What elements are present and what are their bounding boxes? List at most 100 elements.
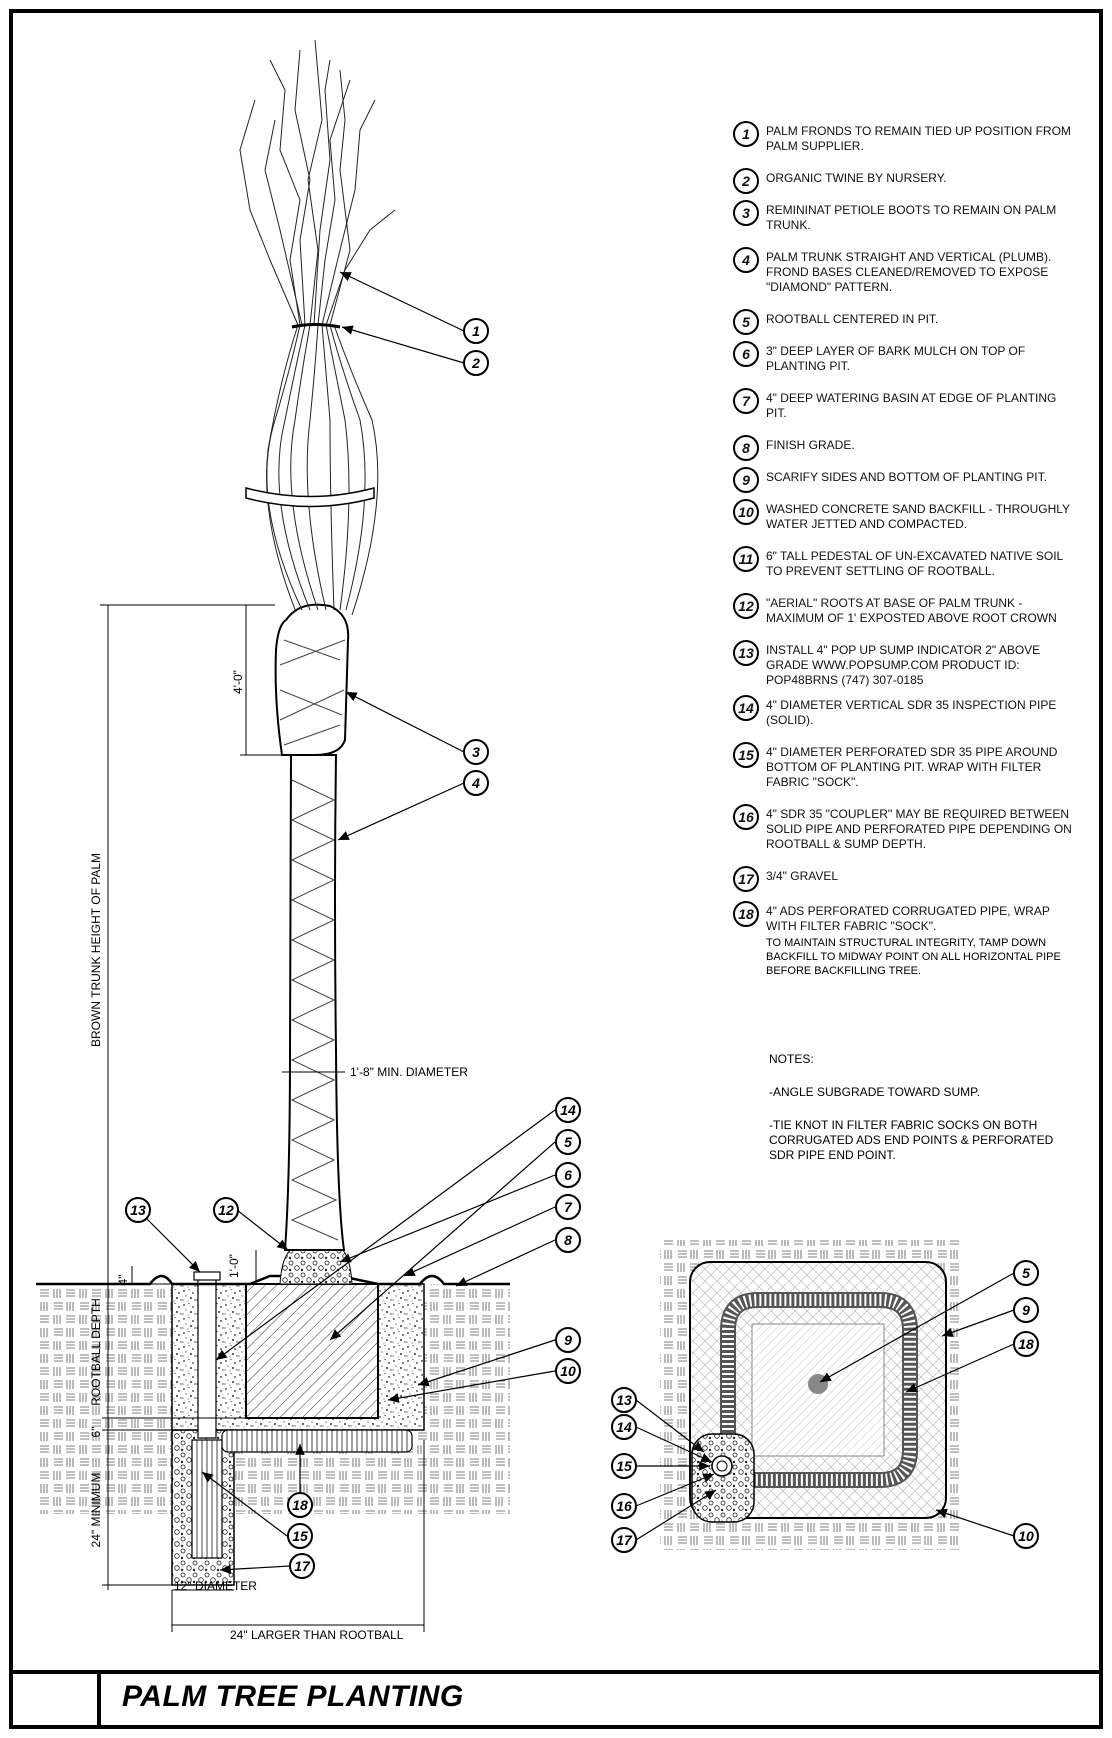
section-label-9: 9 xyxy=(564,1332,572,1348)
callout-text: 4" DEEP WATERING BASIN AT EDGE OF PLANTI… xyxy=(766,391,1057,420)
plan-label-9: 9 xyxy=(1022,1302,1030,1318)
callout-number: 17 xyxy=(733,866,759,892)
callout-text: 6" TALL PEDESTAL OF UN-EXCAVATED NATIVE … xyxy=(766,549,1063,578)
callout-12: 12"AERIAL" ROOTS AT BASE OF PALM TRUNK -… xyxy=(733,593,1073,626)
plan-label-13: 13 xyxy=(616,1392,632,1408)
callout-number: 14 xyxy=(733,695,759,721)
callout-17: 17 3/4" GRAVEL xyxy=(733,866,1073,892)
plan-view: 5 9 18 10 13 14 15 16 17 xyxy=(611,1240,1039,1553)
plan-sump-gravel xyxy=(691,1433,755,1523)
plan-label-5: 5 xyxy=(1022,1265,1030,1281)
plan-label-10: 10 xyxy=(1018,1528,1034,1544)
section-label-4: 4 xyxy=(471,775,480,791)
boot-texture xyxy=(279,639,346,746)
plan-sump-pipe-inner xyxy=(716,1460,728,1472)
section-label-14: 14 xyxy=(560,1102,576,1118)
section-label-15: 15 xyxy=(292,1528,308,1544)
dim-pedestal: 6" xyxy=(89,1427,103,1438)
section-callouts: 1 2 3 4 14 5 6 7 8 9 10 13 12 18 15 17 xyxy=(125,318,581,1579)
section-label-10: 10 xyxy=(560,1363,576,1379)
callout-text: 4" DIAMETER PERFORATED SDR 35 PIPE AROUN… xyxy=(766,745,1058,789)
organic-twine-top xyxy=(291,323,341,329)
callout-extra-note: TO MAINTAIN STRUCTURAL INTEGRITY, TAMP D… xyxy=(766,937,1061,977)
plan-corrugated-pipe xyxy=(720,1292,918,1488)
section-label-1: 1 xyxy=(472,323,480,339)
palm-fronds xyxy=(239,39,396,616)
note-item: -TIE KNOT IN FILTER FABRIC SOCKS ON BOTH… xyxy=(769,1118,1054,1162)
plan-label-14: 14 xyxy=(616,1419,632,1435)
plan-label-17: 17 xyxy=(616,1532,633,1548)
callout-number: 11 xyxy=(733,546,759,572)
plan-callouts: 5 9 18 10 13 14 15 16 17 xyxy=(611,1260,1039,1553)
callout-number: 6 xyxy=(733,341,759,367)
section-label-18: 18 xyxy=(292,1497,308,1513)
callout-number: 16 xyxy=(733,804,759,830)
callout-number: 13 xyxy=(733,640,759,666)
callout-number: 10 xyxy=(733,499,759,525)
notes-heading: NOTES: xyxy=(769,1052,814,1066)
callout-text: FINISH GRADE. xyxy=(766,438,855,452)
section-label-17: 17 xyxy=(294,1558,311,1574)
trunk-diamond-pattern xyxy=(290,779,339,1241)
callout-text: "AERIAL" ROOTS AT BASE OF PALM TRUNK - M… xyxy=(766,596,1057,625)
dim-trunk-diameter: 1'-8" MIN. DIAMETER xyxy=(350,1065,468,1079)
callout-1: 1 PALM FRONDS TO REMAIN TIED UP POSITION … xyxy=(733,121,1073,154)
callout-text: 4" SDR 35 "COUPLER" MAY BE REQUIRED BETW… xyxy=(766,807,1072,851)
dim-rootball-depth: ROOTBALL DEPTH xyxy=(89,1298,103,1406)
section-label-3: 3 xyxy=(472,744,480,760)
plan-center-point xyxy=(808,1374,828,1394)
plan-label-16: 16 xyxy=(616,1498,632,1514)
callout-6: 6 3" DEEP LAYER OF BARK MULCH ON TOP OF P… xyxy=(733,341,1073,374)
callout-text: PALM FRONDS TO REMAIN TIED UP POSITION F… xyxy=(766,124,1071,153)
section-label-7: 7 xyxy=(564,1199,573,1215)
callout-16: 16 4" SDR 35 "COUPLER" MAY BE REQUIRED BE… xyxy=(733,804,1073,852)
callout-number: 15 xyxy=(733,742,759,768)
sheet-border xyxy=(9,9,1103,1729)
dim-sump-depth: 24" MINIMUM xyxy=(89,1473,103,1548)
callout-15: 15 4" DIAMETER PERFORATED SDR 35 PIPE ARO… xyxy=(733,742,1073,790)
section-label-5: 5 xyxy=(564,1134,572,1150)
callout-text: 3/4" GRAVEL xyxy=(766,869,839,883)
dim-pit-width: 24" LARGER THAN ROOTBALL xyxy=(230,1628,404,1642)
dim-root-exposure: 1'-0" xyxy=(227,1254,241,1278)
drawing-title: PALM TREE PLANTING xyxy=(122,1680,464,1713)
callout-8: 8 FINISH GRADE. xyxy=(733,435,1073,461)
finish-grade xyxy=(36,1274,510,1286)
callout-3: 3 REMININAT PETIOLE BOOTS TO REMAIN ON PA… xyxy=(733,200,1073,233)
dimension-lines xyxy=(100,604,425,1632)
callout-text: SCARIFY SIDES AND BOTTOM OF PLANTING PIT… xyxy=(766,470,1047,484)
callout-text: PALM TRUNK STRAIGHT AND VERTICAL (PLUMB)… xyxy=(766,250,1052,294)
plan-leaders xyxy=(635,1272,1015,1541)
callout-text: 4" ADS PERFORATED CORRUGATED PIPE, WRAP … xyxy=(766,904,1050,933)
callout-text: INSTALL 4" POP UP SUMP INDICATOR 2" ABOV… xyxy=(766,643,1041,687)
section-label-6: 6 xyxy=(564,1167,572,1183)
organic-twine-lower xyxy=(245,487,375,508)
callout-legend: 1 PALM FRONDS TO REMAIN TIED UP POSITION … xyxy=(733,121,1073,978)
callout-number: 3 xyxy=(733,200,759,226)
rootball xyxy=(245,1283,379,1419)
perforated-pipe xyxy=(191,1439,223,1559)
callout-text: REMININAT PETIOLE BOOTS TO REMAIN ON PAL… xyxy=(766,203,1057,232)
dim-trunk-height: BROWN TRUNK HEIGHT OF PALM xyxy=(89,853,103,1047)
callout-number: 2 xyxy=(733,168,759,194)
callout-text: ROOTBALL CENTERED IN PIT. xyxy=(766,312,939,326)
inspection-pipe xyxy=(197,1277,217,1439)
callout-number: 8 xyxy=(733,435,759,461)
dim-sump-diameter: 12" DIAMETER xyxy=(174,1579,257,1593)
callout-number: 1 xyxy=(733,121,759,147)
callout-text: ORGANIC TWINE BY NURSERY. xyxy=(766,171,947,185)
section-view: 4'-0" BROWN TRUNK HEIGHT OF PALM 1'-8" M… xyxy=(36,39,581,1642)
plan-label-15: 15 xyxy=(616,1458,632,1474)
section-label-12: 12 xyxy=(218,1202,234,1218)
corrugated-pipe xyxy=(221,1429,413,1453)
section-label-8: 8 xyxy=(564,1232,572,1248)
callout-text: 3" DEEP LAYER OF BARK MULCH ON TOP OF PL… xyxy=(766,344,1026,373)
callout-number: 18 xyxy=(733,901,759,927)
plan-label-18: 18 xyxy=(1018,1336,1034,1352)
dim-basin-depth: 4" xyxy=(116,1275,130,1286)
